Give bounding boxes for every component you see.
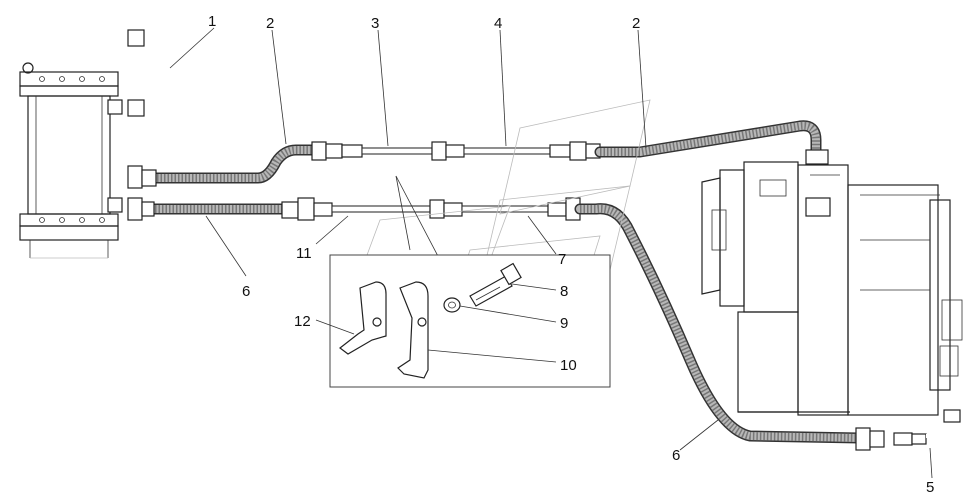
lower-rigid-tube: [297, 197, 581, 221]
leader-9: [459, 305, 557, 323]
leader-lines: [169, 27, 933, 479]
detail-inset: [329, 254, 611, 388]
callout-10: 10: [560, 357, 577, 374]
callout-5: 5: [926, 479, 934, 496]
cooler-unit: [19, 62, 123, 259]
leader-7: [527, 215, 557, 255]
leader-6b: [679, 419, 719, 451]
leader-10: [427, 349, 557, 363]
leader-3: [377, 29, 389, 147]
callout-2-left: 2: [266, 15, 274, 32]
leader-8: [511, 283, 557, 291]
callout-1: 1: [208, 13, 216, 30]
callout-3: 3: [371, 15, 379, 32]
callout-12: 12: [294, 313, 311, 330]
lower-hose-left: [127, 197, 306, 221]
leader-4: [499, 29, 507, 147]
callout-labels: 1 2 3 4 2 6 11 7 8 9 10 12 6 5: [208, 13, 934, 496]
leader-6a: [205, 215, 247, 277]
callout-7: 7: [558, 251, 566, 268]
upper-rigid-tube: [311, 141, 601, 161]
u-jumper-tube: [127, 29, 168, 117]
callout-2-right: 2: [632, 15, 640, 32]
upper-hose-right: [594, 120, 829, 165]
elbow-fitting: [893, 409, 961, 446]
upper-hose-left: [127, 144, 324, 189]
callout-11: 11: [296, 245, 312, 262]
leader-12: [315, 319, 355, 335]
callout-6-right: 6: [672, 447, 680, 464]
pump-housing: [701, 161, 963, 416]
callout-6-left: 6: [242, 283, 250, 300]
lower-hose-right: [574, 203, 885, 451]
leader-2a: [271, 29, 287, 145]
leader-11: [315, 215, 349, 245]
leader-1: [169, 27, 215, 69]
leader-5: [929, 447, 933, 479]
callout-4: 4: [494, 15, 502, 32]
callout-9: 9: [560, 315, 568, 332]
leader-2b: [637, 29, 647, 149]
callout-8: 8: [560, 283, 568, 300]
